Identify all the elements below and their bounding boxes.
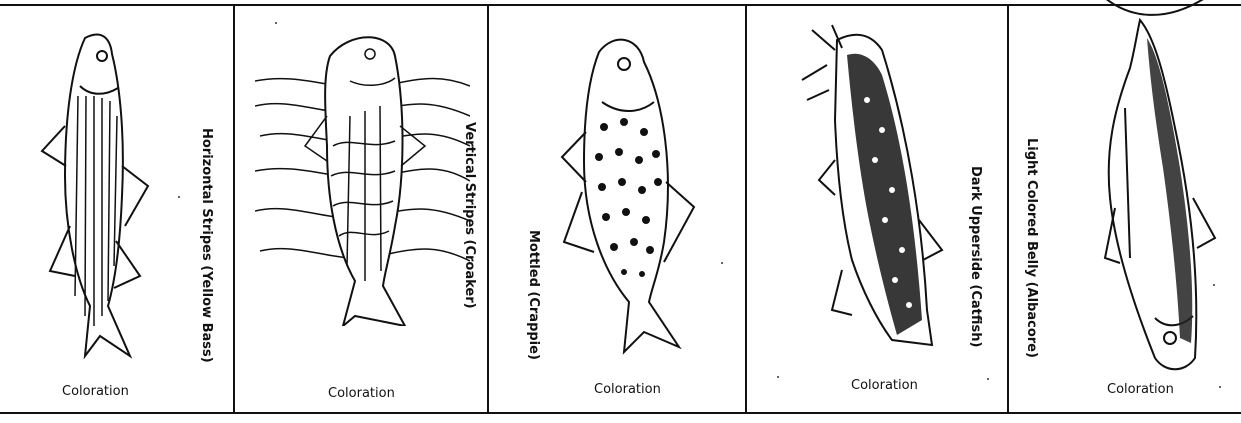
panel-label: Horizontal Stripes (Yellow Bass) (199, 128, 214, 363)
speck (987, 378, 989, 380)
panel-label: Dark Upperside (Catfish) (968, 166, 983, 347)
striped-bass-fish-icon (30, 26, 160, 366)
panel-caption: Coloration (851, 378, 918, 393)
speck (178, 196, 180, 198)
speck (721, 262, 723, 264)
croaker-fish-icon (255, 26, 470, 326)
panel-croaker: Vertical Stripes (Croaker) Coloration (235, 6, 487, 414)
speck (1219, 386, 1221, 388)
speck (1213, 284, 1215, 286)
speck (275, 22, 277, 24)
panel-caption: Coloration (1107, 382, 1174, 397)
panel-albacore: Light Colored Belly (Albacore) Coloratio… (1009, 6, 1241, 414)
panel-label: Mottled (Crappie) (526, 230, 541, 360)
panel-label: Light Colored Belly (Albacore) (1024, 138, 1039, 358)
albacore-fish-icon (1085, 0, 1235, 378)
panel-yellow-bass: Horizontal Stripes (Yellow Bass) Colorat… (0, 6, 233, 414)
crappie-fish-icon (554, 32, 704, 362)
panel-label: Vertical Stripes (Croaker) (462, 122, 477, 309)
panel-caption: Coloration (328, 386, 395, 401)
panel-crappie: Mottled (Crappie) Coloration (489, 6, 745, 414)
speck (777, 376, 779, 378)
panel-catfish: Dark Upperside (Catfish) Coloration (747, 6, 1007, 414)
panel-caption: Coloration (594, 382, 661, 397)
catfish-icon (797, 20, 957, 350)
panel-caption: Coloration (62, 384, 129, 399)
